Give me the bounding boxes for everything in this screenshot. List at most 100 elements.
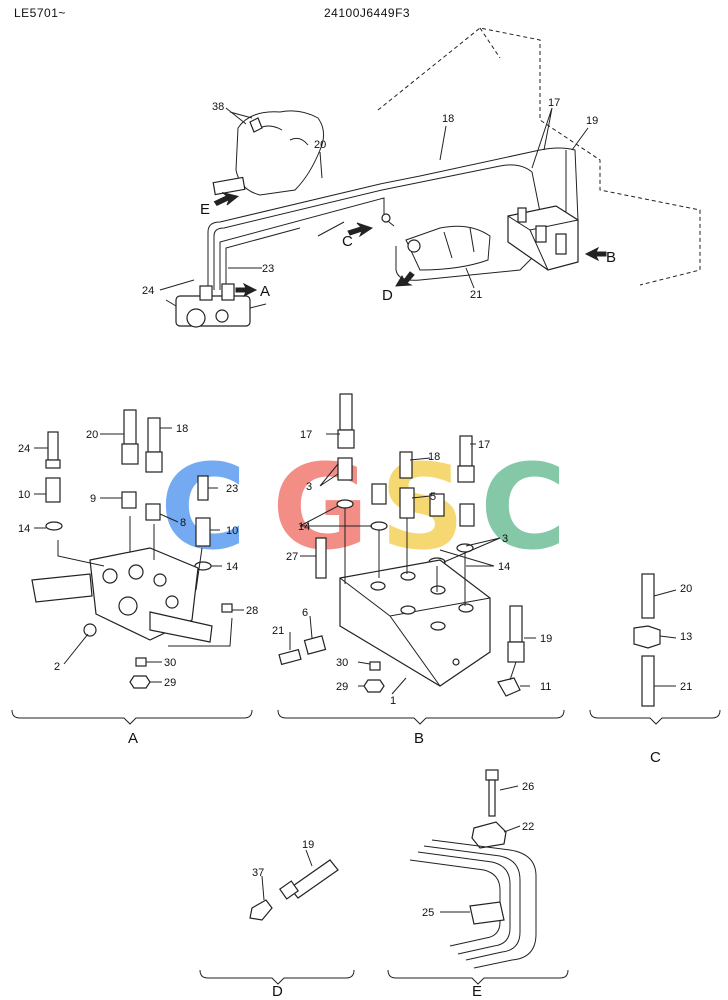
callout-b-18: 18 <box>428 451 440 463</box>
view-marker-d: D <box>382 287 393 304</box>
hose-end-17b <box>459 435 473 467</box>
detail-b: 17 18 17 3 5 14 3 27 14 21 6 19 30 11 29… <box>272 393 565 747</box>
clamp-plate-22 <box>471 821 507 849</box>
leader-21 <box>465 267 475 289</box>
bolt-28 <box>221 603 233 613</box>
view-marker-c: C <box>342 233 353 250</box>
callout-d-19: 19 <box>302 839 314 851</box>
detail-d-bracket <box>199 969 355 985</box>
view-arrow-d <box>395 271 415 287</box>
manifold-block-detail <box>339 559 491 687</box>
detail-a-leaders <box>34 427 244 683</box>
callout-a-9: 9 <box>90 493 96 505</box>
detail-b-label: B <box>414 730 424 747</box>
detail-e: 26 22 25 E <box>387 769 569 1000</box>
callout-a-14b: 14 <box>226 561 238 573</box>
hose-21c <box>641 655 655 707</box>
callout-17: 17 <box>548 97 560 109</box>
fitting-24 <box>47 431 59 461</box>
serial-range-label: LE5701~ <box>14 6 66 20</box>
callout-b-3: 3 <box>306 481 312 493</box>
fitting-3 <box>337 457 353 481</box>
callout-a-24: 24 <box>18 443 30 455</box>
callout-21: 21 <box>470 289 482 301</box>
overview-assembly: 38 20 18 17 19 E C 23 A 24 D 21 B <box>142 27 701 328</box>
callout-a-20: 20 <box>86 429 98 441</box>
hose-21 <box>225 227 541 290</box>
adapter-8 <box>145 503 161 521</box>
callout-a-30: 30 <box>164 657 176 669</box>
nut-29 <box>129 675 151 689</box>
nut-29b <box>363 679 385 693</box>
adapter-5 <box>399 487 415 519</box>
view-arrow-e <box>213 191 239 206</box>
callout-b-17b: 17 <box>478 439 490 451</box>
callout-b-3b: 3 <box>502 533 508 545</box>
tee-13 <box>633 625 661 649</box>
hose-end-19d <box>289 859 339 899</box>
hose-20 <box>219 197 395 290</box>
fitting-3c <box>459 503 475 527</box>
view-marker-b: B <box>606 249 616 266</box>
bolt-27 <box>315 537 327 579</box>
leader-24 <box>159 279 195 291</box>
washer-30b <box>369 661 381 671</box>
callout-b-5: 5 <box>430 491 436 503</box>
hose-end-18b <box>399 451 413 479</box>
machine-frame-outline <box>377 27 701 286</box>
view-marker-e: E <box>200 201 210 218</box>
callout-c-20: 20 <box>680 583 692 595</box>
detail-c: 20 13 21 C <box>589 573 721 766</box>
callout-b-14b: 14 <box>498 561 510 573</box>
view-arrow-a <box>235 282 258 298</box>
callout-e-22: 22 <box>522 821 534 833</box>
center-valve-d <box>405 225 491 271</box>
leader-17 <box>531 107 553 169</box>
callout-a-2: 2 <box>54 661 60 673</box>
callout-18: 18 <box>442 113 454 125</box>
detail-d: 19 37 D <box>199 839 355 1000</box>
bolt-38 <box>249 117 263 133</box>
view-arrow-b <box>584 246 607 262</box>
hose-bundle-e <box>409 839 537 969</box>
hose-end-19 <box>509 605 523 643</box>
detail-e-leaders <box>440 785 521 913</box>
callout-c-21: 21 <box>680 681 692 693</box>
leader-19 <box>571 127 589 151</box>
watermark-letter-c1: C <box>160 438 247 576</box>
callout-b-14: 14 <box>298 521 310 533</box>
callout-b-30: 30 <box>336 657 348 669</box>
fitting-23 <box>197 475 209 501</box>
leader-38 <box>225 107 253 125</box>
leader-18 <box>439 125 447 161</box>
hose-17 <box>213 164 541 290</box>
callout-a-14: 14 <box>18 523 30 535</box>
detail-a-bracket <box>11 709 253 725</box>
machine-frame-edge <box>479 27 501 59</box>
fitting-10 <box>45 477 61 503</box>
bolt-head-26 <box>485 769 499 781</box>
callout-b-11: 11 <box>540 681 551 693</box>
fitting-3b <box>371 483 387 505</box>
callout-b-27: 27 <box>286 551 298 563</box>
adapter-9 <box>121 491 137 509</box>
callout-b-6: 6 <box>302 607 308 619</box>
callout-20: 20 <box>314 139 326 151</box>
detail-c-leaders <box>653 589 677 687</box>
callout-a-18: 18 <box>176 423 188 435</box>
leader-20 <box>319 151 323 179</box>
callout-a-23: 23 <box>226 483 238 495</box>
detail-b-assembly-lines <box>344 508 517 681</box>
callout-e-26: 26 <box>522 781 534 793</box>
detail-c-bracket <box>589 709 721 725</box>
fitting-6 <box>303 635 327 655</box>
detail-d-leaders <box>261 849 313 901</box>
callout-b-21: 21 <box>272 625 284 637</box>
detail-c-label: C <box>650 749 661 766</box>
manifold-block-b <box>507 205 579 271</box>
callout-24: 24 <box>142 285 154 297</box>
callout-b-1: 1 <box>390 695 396 707</box>
watermark-letter-c2: C <box>480 438 567 576</box>
valve-body-a <box>31 547 213 643</box>
